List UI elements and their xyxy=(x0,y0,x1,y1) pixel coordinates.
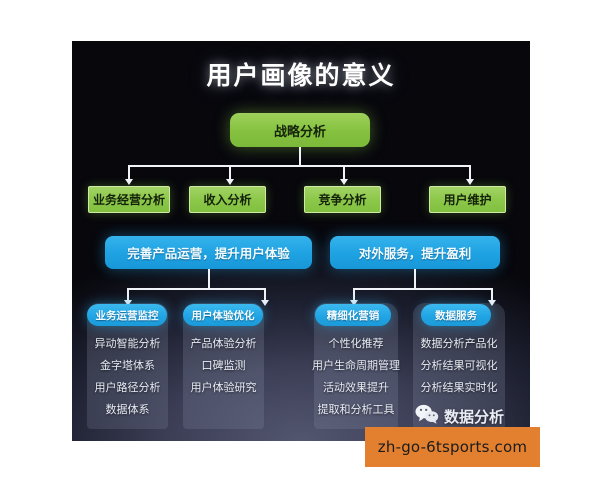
connector-l3a-stem xyxy=(208,269,210,289)
connector-l3a-bus xyxy=(127,288,265,290)
list-item: 活动效果提升 xyxy=(323,382,389,394)
node-data-service[interactable]: 数据服务 xyxy=(421,304,491,326)
node-business-operation-analysis[interactable]: 业务经营分析 xyxy=(88,186,170,213)
connector-drop-l2-2 xyxy=(229,165,231,181)
list-item: 提取和分析工具 xyxy=(317,404,395,416)
list-item: 异动智能分析 xyxy=(94,338,161,350)
connector-drop-l4-3 xyxy=(353,288,355,302)
arrow-l2-2 xyxy=(226,179,234,185)
arrow-l4-3 xyxy=(350,300,358,306)
list-item: 数据分析产品化 xyxy=(420,338,498,350)
arrow-l4-1 xyxy=(124,300,132,306)
node-user-maintenance[interactable]: 用户维护 xyxy=(429,186,506,213)
list-item: 口碑监测 xyxy=(201,360,246,372)
page-title: 用户画像的意义 xyxy=(206,62,396,90)
arrow-l2-3 xyxy=(340,179,348,185)
connector-root-stem xyxy=(299,147,301,166)
node-precision-marketing[interactable]: 精细化营销 xyxy=(315,304,391,326)
node-improve-product-operation[interactable]: 完善产品运营，提升用户体验 xyxy=(105,236,312,269)
connector-drop-l2-4 xyxy=(469,165,471,181)
node-competition-analysis[interactable]: 竞争分析 xyxy=(304,186,381,213)
url-banner: zh-go-6tsports.com xyxy=(365,427,540,467)
connector-drop-l4-2 xyxy=(264,288,266,302)
list-item: 用户路径分析 xyxy=(94,382,161,394)
list-item: 产品体验分析 xyxy=(190,338,257,350)
wechat-icon xyxy=(415,404,439,429)
node-business-operation-monitor[interactable]: 业务运营监控 xyxy=(87,304,167,326)
connector-drop-l2-1 xyxy=(128,165,130,181)
connector-l3b-bus xyxy=(353,288,492,290)
connector-drop-l4-1 xyxy=(127,288,129,302)
arrow-l2-1 xyxy=(125,179,133,185)
connector-drop-l2-3 xyxy=(343,165,345,181)
item-list-precision-marketing: 个性化推荐 用户生命周期管理 活动效果提升 提取和分析工具 xyxy=(312,329,400,417)
list-item: 用户体验研究 xyxy=(190,382,257,394)
list-item: 分析结果实时化 xyxy=(420,382,498,394)
list-item: 用户生命周期管理 xyxy=(312,360,400,372)
list-item: 金字塔体系 xyxy=(100,360,155,372)
list-item: 个性化推荐 xyxy=(328,338,384,350)
item-list-data-service: 数据分析产品化 分析结果可视化 分析结果实时化 xyxy=(413,329,505,395)
item-list-business-operation-monitor: 异动智能分析 金字塔体系 用户路径分析 数据体系 xyxy=(87,329,168,417)
node-external-service-profit[interactable]: 对外服务，提升盈利 xyxy=(330,236,500,269)
node-user-experience-optimization[interactable]: 用户体验优化 xyxy=(183,304,263,326)
diagram-panel: 用户画像的意义 战略分析 业务经营分析 收入分析 竞争分析 用户维护 完善产品运… xyxy=(72,41,530,441)
node-revenue-analysis[interactable]: 收入分析 xyxy=(189,186,266,213)
connector-l3b-stem xyxy=(414,269,416,289)
arrow-l4-4 xyxy=(488,300,496,306)
list-item: 数据体系 xyxy=(105,404,150,416)
arrow-l2-4 xyxy=(466,179,474,185)
arrow-l4-2 xyxy=(261,300,269,306)
wechat-account-name: 数据分析 xyxy=(444,409,505,426)
url-text: zh-go-6tsports.com xyxy=(377,438,528,456)
item-list-user-experience-optimization: 产品体验分析 口碑监测 用户体验研究 xyxy=(183,329,264,395)
wechat-watermark: 数据分析 xyxy=(415,404,504,429)
node-strategic-analysis[interactable]: 战略分析 xyxy=(230,113,370,147)
list-item: 分析结果可视化 xyxy=(420,360,498,372)
connector-drop-l4-4 xyxy=(491,288,493,302)
connector-level2-bus xyxy=(128,165,470,167)
